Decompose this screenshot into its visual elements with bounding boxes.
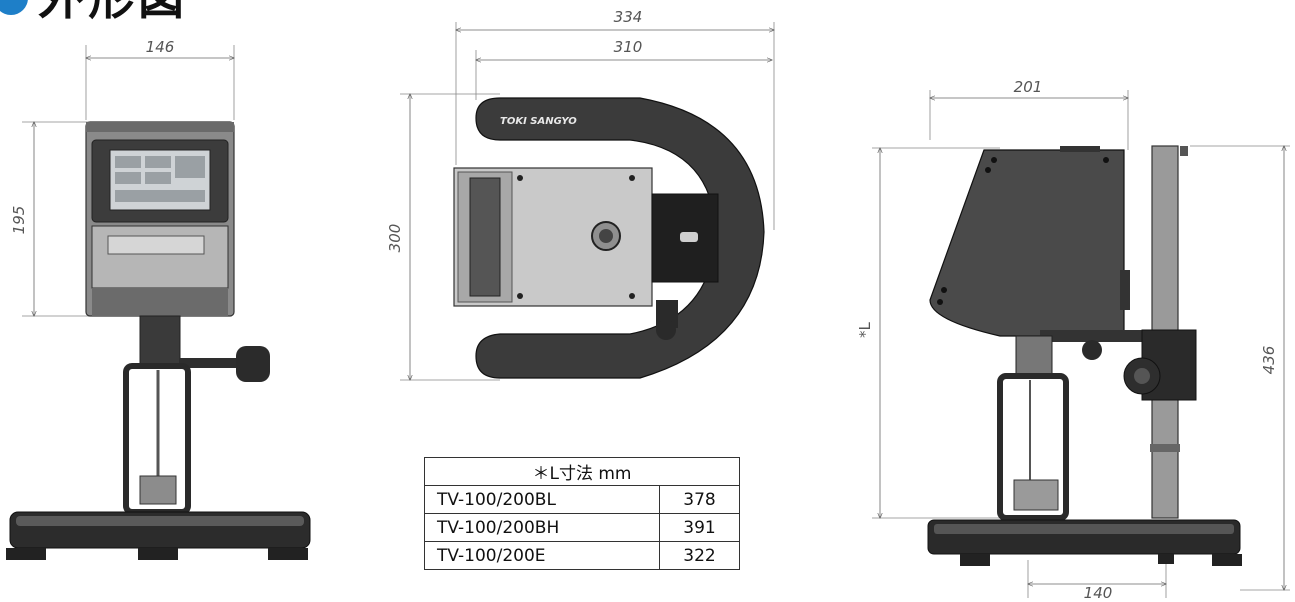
dim-side-height: 436 bbox=[1190, 146, 1290, 590]
table-cell-value: 391 bbox=[659, 513, 740, 542]
table-cell-model: TV-100/200BH bbox=[424, 513, 660, 542]
l-dimension-table-header: ＊L寸法 mm bbox=[424, 457, 740, 486]
dim-top-depth-label: 300 bbox=[386, 224, 404, 253]
dim-top-inner-label: 310 bbox=[614, 38, 643, 56]
top-view: 334 310 300 TOKI SANGYO bbox=[386, 8, 774, 380]
l-dimension-table: ＊L寸法 mm TV-100/200BL 378 TV-100/200BH 39… bbox=[424, 457, 740, 570]
top-brand-text: TOKI SANGYO bbox=[500, 116, 577, 127]
table-cell-model: TV-100/200BL bbox=[424, 485, 660, 514]
dim-side-base: 140 bbox=[1028, 560, 1166, 602]
dim-side-height-label: 436 bbox=[1260, 346, 1278, 375]
table-row: TV-100/200BL 378 bbox=[424, 485, 740, 514]
table-cell-value: 378 bbox=[659, 485, 740, 514]
table-cell-value: 322 bbox=[659, 541, 740, 570]
side-housing bbox=[929, 149, 1125, 337]
dim-top-outer-label: 334 bbox=[614, 8, 643, 26]
dim-side-l-label: *L bbox=[856, 321, 874, 338]
dim-side-l: *L bbox=[856, 148, 1000, 518]
dim-front-height: 195 bbox=[10, 122, 90, 316]
dim-side-depth: 201 bbox=[930, 78, 1128, 150]
dim-top-outer: 334 bbox=[456, 8, 774, 230]
dim-top-inner: 310 bbox=[476, 38, 772, 100]
dim-side-base-label: 140 bbox=[1084, 584, 1113, 602]
section-title: 外形図 bbox=[0, 0, 188, 21]
table-cell-model: TV-100/200E bbox=[424, 541, 660, 570]
front-view: 146 195 bbox=[6, 38, 311, 560]
dim-front-width: 146 bbox=[86, 38, 234, 120]
dim-top-depth: 300 bbox=[386, 94, 500, 380]
dim-side-depth-label: 201 bbox=[1014, 78, 1043, 96]
section-title-text: 外形図 bbox=[38, 0, 188, 21]
top-stand-base bbox=[475, 97, 765, 379]
section-bullet-icon bbox=[0, 0, 28, 15]
dim-front-width-label: 146 bbox=[146, 38, 175, 56]
dim-front-height-label: 195 bbox=[10, 206, 28, 235]
table-row: TV-100/200E 322 bbox=[424, 541, 740, 570]
table-row: TV-100/200BH 391 bbox=[424, 513, 740, 542]
side-view: 201 *L 436 140 bbox=[856, 78, 1290, 602]
